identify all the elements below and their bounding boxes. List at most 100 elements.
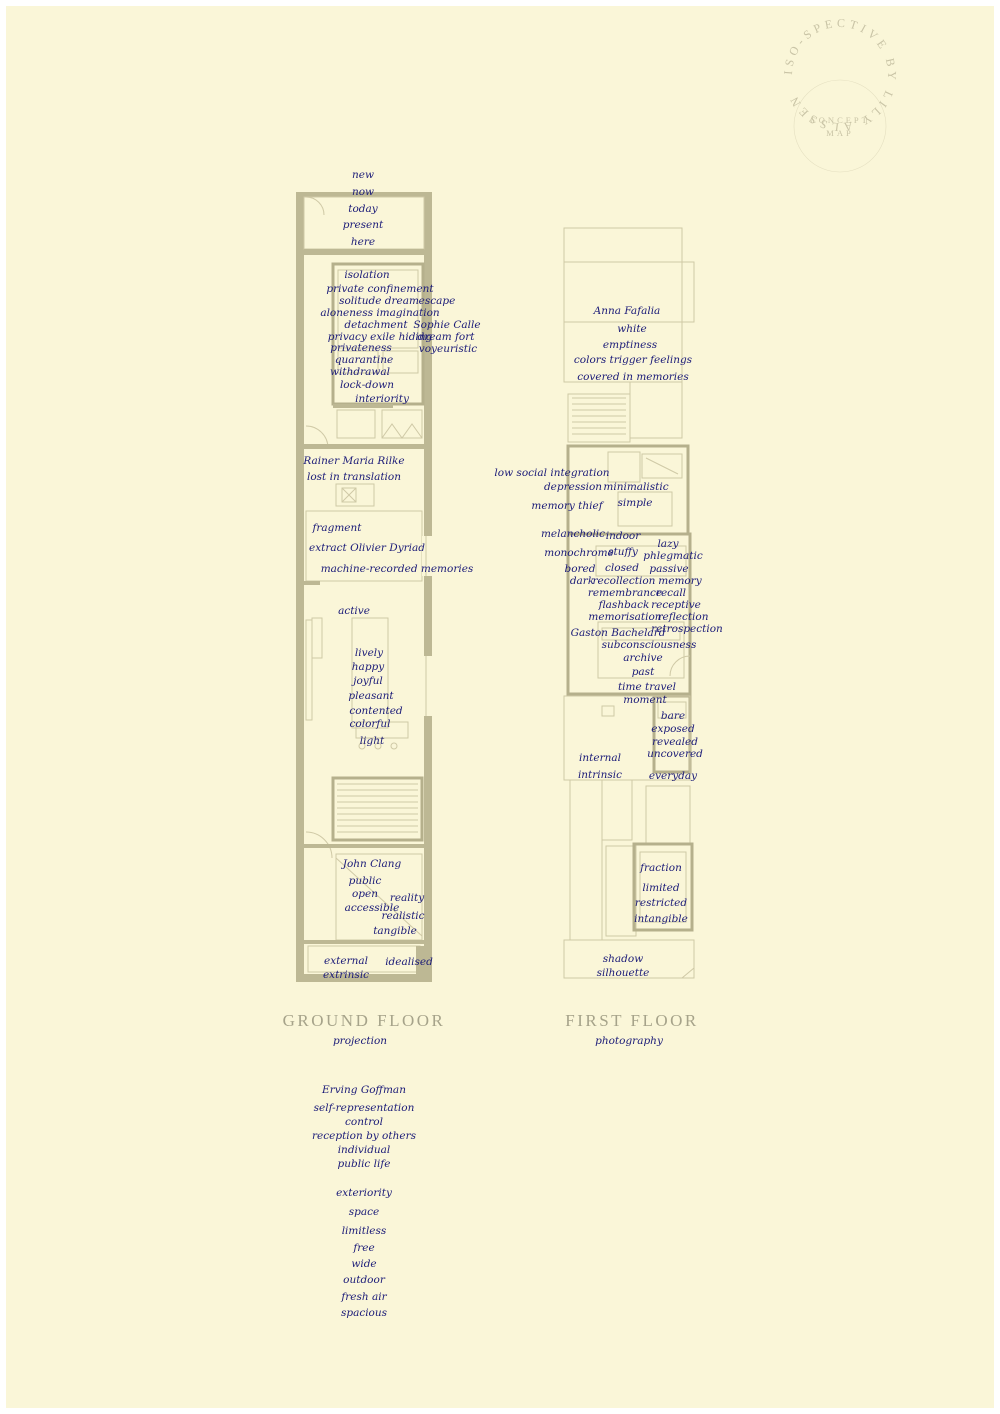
ground-note: solitude dream [339,295,419,307]
first-note: emptiness [603,339,658,351]
first-note: intangible [634,913,688,925]
first-note: silhouette [597,967,650,979]
first-note: everyday [649,770,698,782]
ground-note: isolation [344,269,390,281]
first-note: dark [570,575,594,587]
ground-note: extrinsic [323,969,369,981]
ground-note: withdrawal [330,366,390,378]
ground-note: voyeuristic [419,343,478,355]
first-note: time travel [618,681,676,693]
first-note: past [632,666,655,678]
ground-note: interiority [355,393,410,405]
bottom-note: outdoor [343,1274,386,1286]
bottom-note: control [345,1116,383,1128]
first-note: white [617,323,647,335]
ground-note: open [352,888,378,900]
first-note: stuffy [608,546,639,558]
bottom-note: self-representation [314,1102,415,1114]
first-note: bored [565,563,596,575]
ground-note: extract Olivier Dyriad [309,542,425,554]
ground-note: John Clang [341,858,402,870]
first-note: intrinsic [578,769,622,781]
ground-note: pleasant [348,690,394,702]
first-note: closed [605,562,639,574]
first-note: internal [579,752,621,764]
ground-note: joyful [351,675,383,687]
bottom-note: space [349,1206,379,1218]
first-floor-notes: Anna Fafalia white emptiness colors trig… [494,305,723,979]
first-note: simple [618,497,653,509]
first-note: restricted [635,897,688,909]
first-note: low social integration [494,467,609,479]
first-note: depression [544,481,602,493]
ground-note: aloneness imagination [320,307,440,319]
first-note: Gaston Bachelard [571,627,666,639]
ground-note: reality [390,892,425,904]
ground-note: happy [352,661,385,673]
ground-note: idealised [385,956,433,968]
logo: ISO-SPECTIVE BY LILY ALSSEN CONCEPT MAP [781,16,895,173]
ground-floor-plan [296,192,434,982]
ground-note: escape [419,295,456,307]
first-note: lazy [657,538,679,550]
first-note: colors trigger feelings [574,354,693,366]
first-note: exposed [651,723,695,735]
first-note: passive [649,563,688,575]
bottom-note: free [352,1242,374,1254]
first-note: uncovered [647,748,703,760]
first-note: flashback [598,599,650,611]
first-note: shadow [603,953,643,965]
ground-note: external [324,955,368,967]
ground-note: privateness [330,342,392,354]
bottom-note: Erving Goffman [321,1084,406,1096]
first-note: reflection [658,611,709,623]
ground-note: Rainer Maria Rilke [302,455,404,467]
bottom-note: wide [351,1258,376,1270]
first-note: receptive [651,599,701,611]
ground-floor-notes: new now today present here isolation pri… [302,169,480,981]
ground-note: today [348,203,379,215]
ground-note: quarantine [335,354,393,366]
ground-note: machine-recorded memories [321,563,474,575]
concept-map-canvas: ISO-SPECTIVE BY LILY ALSSEN CONCEPT MAP [283,16,896,1319]
first-note: retrospection [651,623,723,635]
ground-note: contented [349,705,403,717]
first-note: recall [656,587,686,599]
bottom-note: individual [338,1144,391,1156]
first-note: minimalistic [603,481,668,493]
first-note: covered in memories [577,371,689,383]
first-note: memorisation [588,611,661,623]
ground-note: realistic [381,910,424,922]
first-note: limited [642,882,679,894]
ground-note: privacy exile hiding [328,331,433,343]
logo-line-2: MAP [826,128,853,138]
first-note: recollection [593,575,656,587]
first-note: moment [623,694,667,706]
bottom-note: limitless [342,1225,387,1237]
ground-floor-caption: projection [333,1035,387,1047]
first-note: monochrome [544,547,614,559]
ground-note: dream fort [418,331,476,343]
ground-note: private confinement [326,283,434,295]
ground-note: new [352,169,374,181]
first-note: archive [623,652,662,664]
first-note: memory [658,575,702,587]
ground-note: lock-down [340,379,394,391]
ground-note: lively [355,647,384,659]
first-note: melancholic [541,528,605,540]
first-note: Anna Fafalia [593,305,661,317]
ground-note: present [343,219,384,231]
first-floor-caption: photography [595,1035,664,1047]
ground-note: here [351,236,375,248]
ground-note: tangible [373,925,417,937]
bottom-note: public life [338,1158,391,1170]
bottom-note: fresh air [340,1291,387,1303]
first-note: indoor [606,530,641,542]
first-note: bare [661,710,685,722]
ground-note: lost in translation [307,471,401,483]
ground-note: detachment [344,319,408,331]
first-note: subconsciousness [602,639,697,651]
ground-note: Sophie Calle [413,319,480,331]
logo-line-1: CONCEPT [810,115,870,125]
